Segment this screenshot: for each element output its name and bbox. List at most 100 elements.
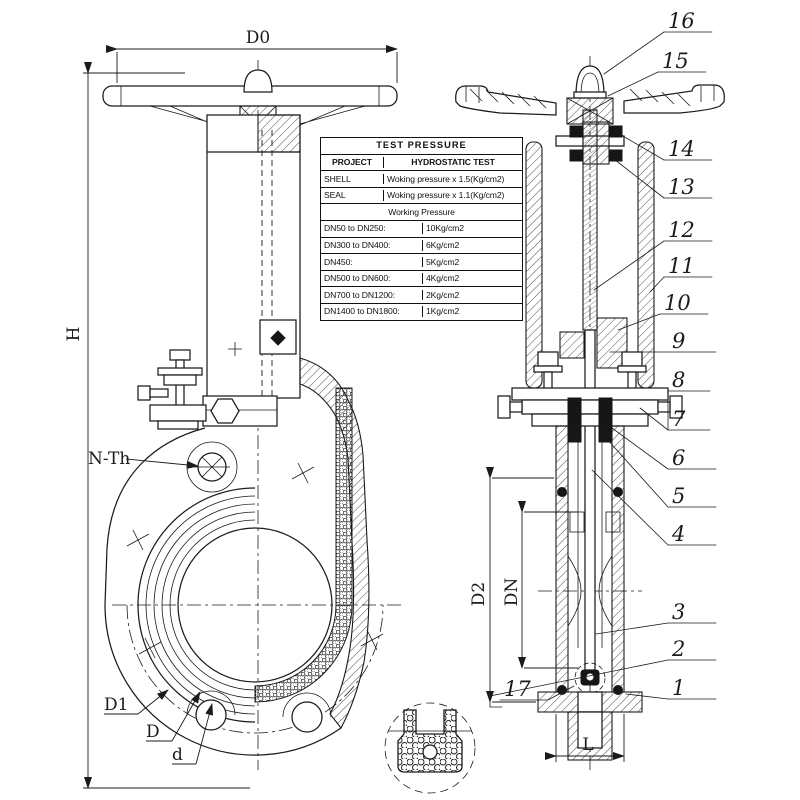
dn-value: 1Kg/cm2 (422, 306, 522, 318)
svg-text:10: 10 (664, 291, 691, 315)
callout-6: 6 (611, 427, 717, 470)
bore-circle (177, 527, 333, 683)
center-mark (228, 342, 242, 356)
detail-reference-circle (574, 662, 606, 694)
test-row-name: SHELL (324, 173, 351, 184)
dn-range: DN50 to DN250: (324, 223, 386, 234)
svg-text:7: 7 (672, 407, 686, 431)
svg-text:12: 12 (668, 218, 695, 242)
dn-range: DN500 to DN600: (324, 273, 391, 284)
callout-11: 11 (649, 254, 713, 293)
section-marks (126, 462, 384, 659)
callout-9: 9 (609, 329, 717, 353)
svg-text:9: 9 (672, 329, 685, 353)
callout-8: 8 (667, 368, 711, 392)
callout-14: 14 (615, 131, 713, 161)
dn-value: 2Kg/cm2 (422, 289, 522, 301)
callout-10: 10 (617, 291, 709, 331)
table-row: DN700 to DN1200: 2Kg/cm2 (321, 286, 522, 303)
callout-7: 7 (639, 390, 711, 431)
working-pressure-title: Working Pressure (388, 206, 455, 217)
left-view-front: D0 H (64, 28, 402, 789)
callout-5: 5 (605, 437, 717, 508)
stem-lower (584, 329, 596, 671)
table-row: DN50 to DN250: 10Kg/cm2 (321, 219, 522, 237)
table-title: TEST PRESSURE (376, 140, 467, 151)
dn-range: DN300 to DN400: (324, 240, 391, 251)
seal-cross-section (397, 709, 463, 773)
table-row: DN1400 to DN1800: 1Kg/cm2 (321, 302, 522, 320)
table-row: DN500 to DN600: 4Kg/cm2 (321, 269, 522, 287)
svg-text:1: 1 (672, 676, 685, 700)
stem-cap-front (243, 69, 273, 93)
dn-range: DN700 to DN1200: (324, 289, 396, 300)
svg-text:3: 3 (672, 600, 685, 624)
svg-text:14: 14 (668, 137, 695, 161)
dimension-l: L (545, 714, 625, 762)
table-header-hydrostatic: HYDROSTATIC TEST (383, 157, 522, 168)
svg-text:11: 11 (668, 254, 695, 278)
gland-bolts (533, 351, 647, 397)
dim-label-d: D (146, 722, 160, 742)
flange-dim-callouts: D1 D d (104, 689, 214, 765)
svg-text:16: 16 (668, 9, 695, 33)
dimension-dn: DN (502, 501, 578, 669)
dn-value: 6Kg/cm2 (422, 240, 522, 251)
callout-12: 12 (593, 218, 713, 291)
bolt-circle (126, 604, 384, 734)
dn-value: 4Kg/cm2 (422, 273, 522, 284)
dim-label-d0: D0 (246, 28, 270, 48)
dn-range: DN450: (324, 256, 353, 267)
callout-15: 15 (607, 49, 707, 97)
stem-cap (575, 65, 605, 97)
svg-text:8: 8 (672, 368, 685, 392)
callout-2: 2 (489, 637, 717, 708)
bolt-hole-left (195, 699, 227, 731)
right-view-section: D2 DN L (455, 56, 725, 772)
table-row: SEAL Woking pressure x 1.1(Kg/cm2) (321, 186, 522, 204)
hex-bolt-front (210, 398, 240, 424)
seat-liner-section (254, 387, 353, 703)
dim-label-h: H (64, 327, 84, 342)
yoke-tube-left-wall (525, 141, 543, 389)
svg-text:13: 13 (668, 175, 695, 199)
table-row: DN300 to DN400: 6Kg/cm2 (321, 236, 522, 254)
table-header-project: PROJECT (332, 157, 372, 168)
svg-text:5: 5 (672, 484, 685, 508)
dim-label-d-small: d (172, 745, 183, 765)
callout-1: 1 (625, 676, 717, 700)
dim-label-n-th: N-Th (88, 449, 130, 469)
callout-17: 17 (499, 677, 575, 701)
dimension-d0: D0 (106, 28, 398, 83)
dn-value: 5Kg/cm2 (422, 256, 522, 268)
table-row: DN450: 5Kg/cm2 (321, 253, 522, 270)
threaded-stem (582, 109, 598, 331)
callout-3: 3 (595, 600, 717, 635)
bolt-hole-right (291, 701, 323, 733)
svg-text:6: 6 (672, 446, 685, 470)
test-row-value: Woking pressure x 1.1(Kg/cm2) (383, 190, 522, 201)
callout-16: 16 (603, 9, 713, 75)
callout-n-th: N-Th (88, 441, 238, 493)
dim-label-d1: D1 (104, 695, 128, 715)
svg-text:4: 4 (671, 522, 685, 546)
dim-label-d2: D2 (469, 582, 489, 606)
test-row-value: Woking pressure x 1.5(Kg/cm2) (383, 173, 522, 185)
stem-nut-assembly (559, 317, 628, 369)
yoke-front (202, 114, 301, 427)
dim-label-l: L (582, 735, 593, 755)
dimension-h: H (64, 62, 250, 789)
body-section-side (537, 425, 643, 761)
callout-13: 13 (609, 155, 713, 199)
svg-text:2: 2 (671, 637, 685, 661)
svg-text:15: 15 (662, 49, 689, 73)
valve-body-front (104, 357, 384, 756)
yoke-tube-right-wall (637, 141, 655, 389)
dn-range: DN1400 to DN1800: (324, 306, 400, 317)
seal-detail-view (384, 702, 476, 794)
bonnet-flange (497, 387, 683, 427)
test-row-name: SEAL (324, 190, 346, 201)
svg-text:17: 17 (504, 677, 531, 701)
